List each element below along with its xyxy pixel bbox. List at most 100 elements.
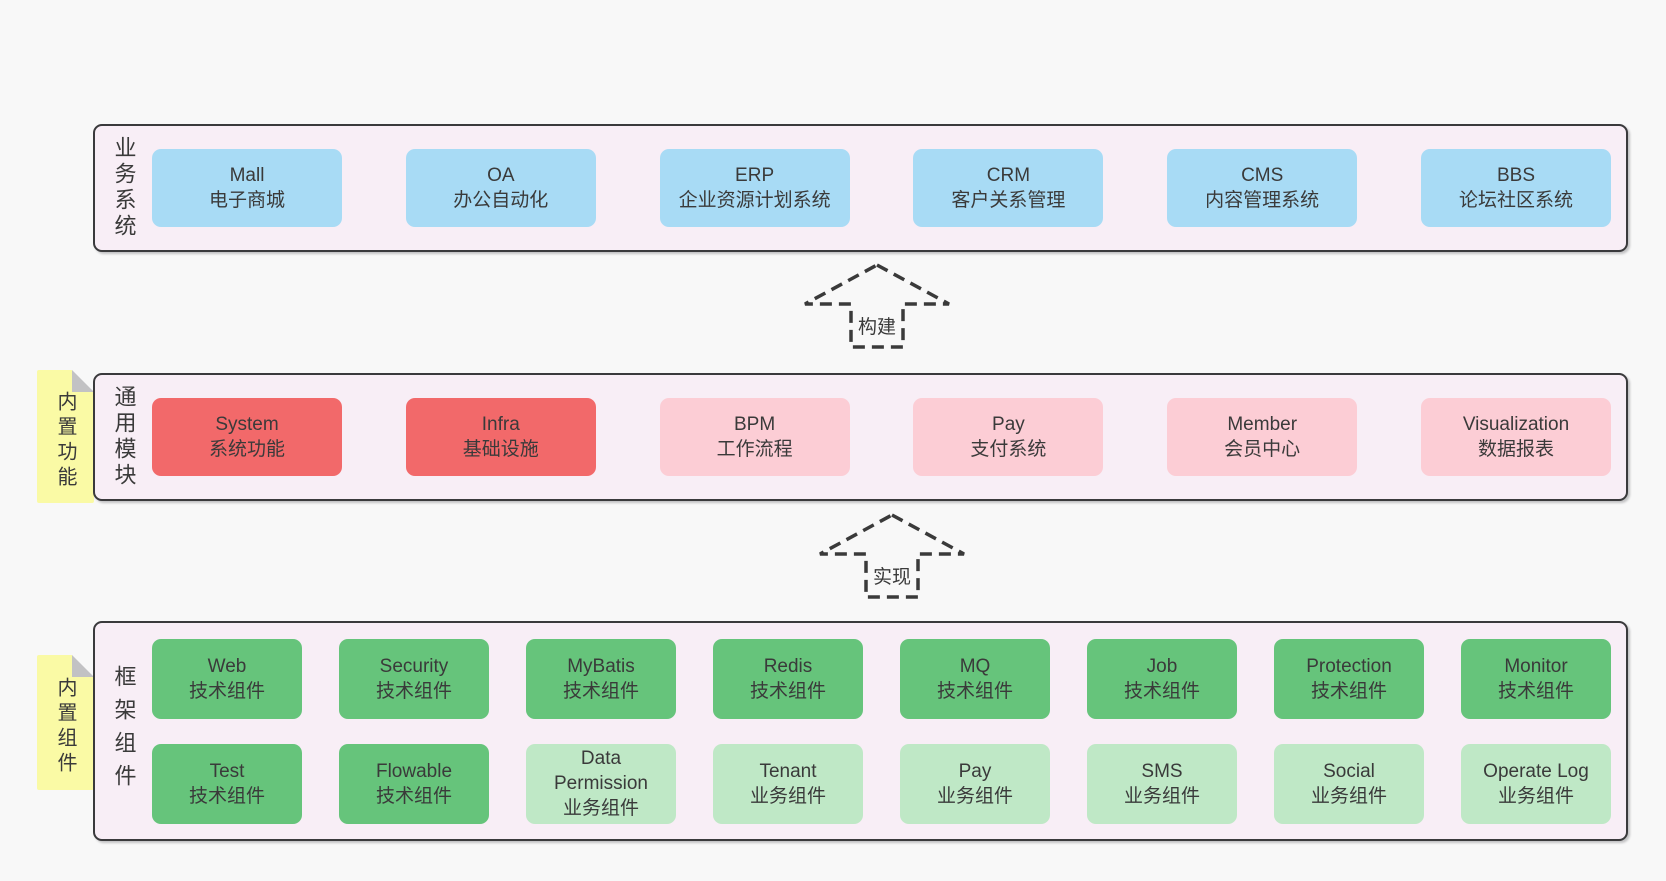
box-subtitle: 客户关系管理 bbox=[951, 190, 1066, 211]
box-flowable: Flowable 技术组件 bbox=[339, 743, 489, 824]
box-title: Job bbox=[1146, 655, 1178, 677]
box-tenant: Tenant 业务组件 bbox=[713, 743, 863, 824]
box-title: OA bbox=[487, 165, 515, 186]
box-title: MQ bbox=[959, 655, 991, 677]
box-title: SMS bbox=[1141, 760, 1183, 782]
box-title: Redis bbox=[763, 655, 813, 677]
business-systems-side-label: 业务系统 bbox=[95, 126, 152, 250]
box-title: Mall bbox=[229, 165, 265, 186]
box-infra: Infra 基础设施 bbox=[405, 398, 596, 476]
box-title: ERP bbox=[735, 165, 775, 186]
box-title: Infra bbox=[481, 414, 520, 435]
sticky-note-built-in-features: 内置功能 bbox=[37, 370, 94, 503]
build-arrow: 构建 bbox=[802, 262, 952, 350]
box-job: Job 技术组件 bbox=[1087, 638, 1237, 719]
box-title: Protection bbox=[1306, 655, 1392, 677]
box-subtitle: 技术组件 bbox=[375, 680, 452, 702]
box-mall: Mall 电子商城 bbox=[152, 149, 342, 227]
box-title: Tenant bbox=[759, 760, 817, 782]
box-subtitle: 技术组件 bbox=[749, 680, 826, 702]
sticky-note-built-in-components: 内置组件 bbox=[37, 655, 94, 790]
box-member: Member 会员中心 bbox=[1167, 398, 1358, 476]
build-arrow-label: 构建 bbox=[857, 317, 897, 338]
framework-components-side-label: 框架组件 bbox=[95, 623, 152, 839]
box-operate-log: Operate Log 业务组件 bbox=[1461, 743, 1611, 824]
side-label-text: 业务系统 bbox=[111, 136, 137, 240]
box-subtitle: 内容管理系统 bbox=[1205, 190, 1320, 211]
implement-arrow-label: 实现 bbox=[872, 567, 912, 588]
box-title: Web bbox=[207, 655, 247, 677]
up-arrow-outline-icon bbox=[819, 513, 965, 599]
box-oa: OA 办公自动化 bbox=[405, 149, 596, 227]
box-title: BBS bbox=[1496, 165, 1535, 186]
box-subtitle: 业务组件 bbox=[1123, 785, 1200, 807]
box-subtitle: 企业资源计划系统 bbox=[678, 190, 831, 211]
box-subtitle: 电子商城 bbox=[208, 190, 285, 211]
box-subtitle: 数据报表 bbox=[1477, 439, 1554, 460]
box-bbs: BBS 论坛社区系统 bbox=[1420, 149, 1611, 227]
box-sms: SMS 业务组件 bbox=[1087, 743, 1237, 824]
box-title: Pay bbox=[958, 760, 992, 782]
box-pay: Pay 支付系统 bbox=[913, 398, 1104, 476]
box-cms: CMS 内容管理系统 bbox=[1167, 149, 1358, 227]
box-title: CMS bbox=[1241, 165, 1284, 186]
box-pay: Pay 业务组件 bbox=[900, 743, 1050, 824]
implement-arrow: 实现 bbox=[817, 512, 967, 600]
box-title: CRM bbox=[986, 165, 1031, 186]
sticky-note-label: 内置组件 bbox=[54, 676, 76, 777]
box-visualization: Visualization 数据报表 bbox=[1420, 398, 1611, 476]
box-subtitle: 技术组件 bbox=[375, 785, 452, 807]
box-title: Security bbox=[379, 655, 449, 677]
box-title: Pay bbox=[992, 414, 1025, 435]
box-subtitle: 系统功能 bbox=[208, 439, 285, 460]
box-subtitle: 业务组件 bbox=[936, 785, 1013, 807]
box-subtitle: 办公自动化 bbox=[453, 190, 549, 211]
box-subtitle: 技术组件 bbox=[188, 785, 265, 807]
box-subtitle: 技术组件 bbox=[1310, 680, 1387, 702]
common-modules-side-label: 通用模块 bbox=[95, 375, 152, 499]
box-protection: Protection 技术组件 bbox=[1274, 638, 1424, 719]
box-security: Security 技术组件 bbox=[339, 638, 489, 719]
box-subtitle: 业务组件 bbox=[1497, 785, 1574, 807]
up-arrow-outline-icon bbox=[804, 263, 950, 349]
box-subtitle: 技术组件 bbox=[1497, 680, 1574, 702]
box-mybatis: MyBatis 技术组件 bbox=[526, 638, 676, 719]
side-label-text: 框架组件 bbox=[111, 665, 137, 797]
box-subtitle: 支付系统 bbox=[970, 439, 1047, 460]
box-title: Visualization bbox=[1462, 414, 1570, 435]
business-systems-panel: 业务系统 Mall 电子商城 OA 办公自动化 ERP 企业资源计划系统 CRM 客户关系管理… bbox=[93, 124, 1628, 252]
box-subtitle: 业务组件 bbox=[1310, 785, 1387, 807]
box-title: Test bbox=[209, 760, 245, 782]
box-title: BPM bbox=[734, 414, 776, 435]
side-label-text: 通用模块 bbox=[111, 385, 137, 489]
box-subtitle: 技术组件 bbox=[936, 680, 1013, 702]
box-title: System bbox=[215, 414, 279, 435]
box-web: Web 技术组件 bbox=[152, 638, 302, 719]
box-subtitle: 技术组件 bbox=[1123, 680, 1200, 702]
business-systems-row: Mall 电子商城 OA 办公自动化 ERP 企业资源计划系统 CRM 客户关系管理 CMS 内容… bbox=[152, 149, 1611, 227]
box-title: MyBatis bbox=[567, 655, 635, 677]
box-title: Flowable bbox=[375, 760, 453, 782]
box-subtitle: 业务组件 bbox=[749, 785, 826, 807]
box-test: Test 技术组件 bbox=[152, 743, 302, 824]
box-subtitle: 技术组件 bbox=[562, 680, 639, 702]
box-title: Monitor bbox=[1504, 655, 1568, 677]
box-subtitle: 技术组件 bbox=[188, 680, 265, 702]
box-subtitle: 会员中心 bbox=[1224, 439, 1301, 460]
box-subtitle: 基础设施 bbox=[462, 439, 539, 460]
box-title: Member bbox=[1227, 414, 1298, 435]
box-subtitle: 论坛社区系统 bbox=[1458, 190, 1573, 211]
sticky-note-label: 内置功能 bbox=[54, 390, 76, 491]
box-title: Operate Log bbox=[1483, 760, 1589, 782]
box-mq: MQ 技术组件 bbox=[900, 638, 1050, 719]
box-redis: Redis 技术组件 bbox=[713, 638, 863, 719]
